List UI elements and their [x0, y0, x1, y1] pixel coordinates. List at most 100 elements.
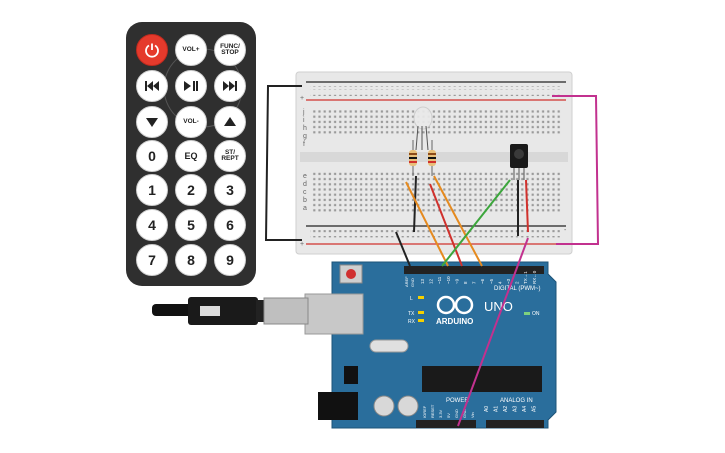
gnd-label: GND	[410, 278, 415, 287]
rail-plus-label-top: +	[300, 95, 304, 102]
aref-label: AREF	[404, 276, 409, 287]
remote-play-pause-button[interactable]	[175, 70, 207, 102]
remote-5-button[interactable]: 5	[175, 209, 207, 241]
rewind-icon	[145, 81, 159, 91]
digital-pin-label: RX←0	[532, 270, 537, 284]
remote-vol-up-button[interactable]: VOL+	[175, 34, 207, 66]
remote-fast-forward-button[interactable]	[214, 70, 246, 102]
wire-red-ir-vcc[interactable]	[525, 179, 529, 233]
wire-orange-2[interactable]	[433, 175, 483, 267]
analog-pin-label: A5	[532, 406, 538, 412]
power-pin-label: 3.3V	[438, 409, 443, 418]
power-label: POWER	[446, 398, 469, 404]
ir-receiver[interactable]	[510, 144, 528, 180]
wire-black-gnd[interactable]	[395, 231, 411, 267]
digital-header[interactable]	[404, 266, 544, 274]
upper-terminal-strip[interactable]	[312, 108, 562, 134]
led-tx	[418, 311, 424, 314]
rail-minus-label-bottom: -	[564, 227, 567, 234]
rgb-led[interactable]	[413, 106, 433, 151]
row-letter-f: f	[303, 141, 305, 148]
on-label: ON	[532, 311, 540, 317]
remote-8-button[interactable]: 8	[175, 244, 207, 276]
atmega-chip	[422, 366, 542, 392]
remote-6-button[interactable]: 6	[214, 209, 246, 241]
wire-black-led-common[interactable]	[413, 175, 417, 233]
digital-pin-label: TX→1	[523, 271, 528, 284]
crystal-oscillator	[369, 339, 409, 353]
power-header[interactable]	[416, 420, 476, 428]
power-pin-label: 5V	[446, 413, 451, 418]
digital-pin-label: 4	[497, 281, 502, 284]
row-letter-h: h	[303, 125, 307, 132]
remote-rewind-button[interactable]	[136, 70, 168, 102]
remote-2-button[interactable]: 2	[175, 174, 207, 206]
remote-3-button[interactable]: 3	[214, 174, 246, 206]
digital-pin-label: 7	[472, 281, 477, 284]
play-pause-icon	[184, 81, 198, 91]
arduino-brand-text: ARDUINO	[436, 317, 473, 326]
remote-4-button[interactable]: 4	[136, 209, 168, 241]
row-letter-d: d	[303, 181, 307, 188]
analog-pin-label: A1	[494, 406, 500, 412]
remote-1-button[interactable]: 1	[136, 174, 168, 206]
capacitor-2	[397, 395, 419, 417]
lower-terminal-strip[interactable]	[312, 172, 562, 214]
l-label: L	[410, 296, 413, 302]
remote-st-rept-button[interactable]: ST/ REPT	[214, 140, 246, 172]
row-letter-b: b	[303, 197, 307, 204]
wire-magenta-5v[interactable]	[457, 237, 529, 427]
usb-port	[304, 293, 364, 335]
digital-pin-label: ~10	[446, 276, 451, 284]
triangle-down-icon	[146, 118, 158, 127]
analog-header[interactable]	[486, 420, 544, 428]
digital-pin-label: ~11	[437, 276, 442, 284]
wire-magenta-rail-loop[interactable]	[552, 95, 600, 245]
row-letter-i: i	[303, 117, 305, 124]
resistor-1[interactable]	[409, 140, 417, 176]
remote-vol-down-button[interactable]: VOL-	[175, 106, 207, 138]
digital-pin-label: ~6	[480, 278, 485, 284]
rx-label: RX	[408, 319, 416, 325]
remote-func-stop-button[interactable]: FUNC/ STOP	[214, 34, 246, 66]
remote-up-button[interactable]	[214, 106, 246, 138]
wire-red[interactable]	[429, 183, 463, 267]
digital-pin-label: ~5	[489, 278, 494, 284]
resistor-2[interactable]	[428, 140, 436, 176]
digital-pin-label: 13	[420, 278, 425, 284]
wire-orange-1[interactable]	[405, 181, 449, 267]
triangle-up-icon	[224, 117, 236, 126]
wire-black-rail-loop[interactable]	[264, 85, 302, 241]
led-rx	[418, 319, 424, 322]
remote-power-button[interactable]	[136, 34, 168, 66]
remote-eq-button[interactable]: EQ	[175, 140, 207, 172]
remote-9-button[interactable]: 9	[214, 244, 246, 276]
digital-pin-label: ~9	[454, 278, 459, 284]
power-pin-label: IOREF	[422, 405, 427, 418]
digital-pin-label: 12	[429, 278, 434, 284]
led-l	[418, 296, 424, 299]
digital-pwm-label: DIGITAL (PWM~)	[494, 286, 541, 292]
usb-cable[interactable]	[152, 297, 309, 325]
capacitor-1	[373, 395, 395, 417]
remote-down-button[interactable]	[136, 106, 168, 138]
remote-7-button[interactable]: 7	[136, 244, 168, 276]
analog-pin-label: A4	[522, 406, 528, 412]
remote-0-button[interactable]: 0	[136, 140, 168, 172]
digital-pin-label: ~3	[506, 278, 511, 284]
wire-green-signal[interactable]	[441, 179, 511, 267]
arduino-uno-board[interactable]	[304, 261, 557, 429]
row-letter-a: a	[303, 205, 307, 212]
tx-label: TX	[408, 311, 415, 317]
reset-button[interactable]	[346, 269, 356, 279]
dc-power-jack	[318, 392, 358, 420]
analog-pin-label: A3	[513, 406, 519, 412]
row-letter-g: g	[303, 133, 307, 140]
power-pin-label: RESET	[430, 404, 435, 418]
rail-plus-label-bottom: +	[300, 241, 304, 248]
led-on	[524, 312, 530, 315]
